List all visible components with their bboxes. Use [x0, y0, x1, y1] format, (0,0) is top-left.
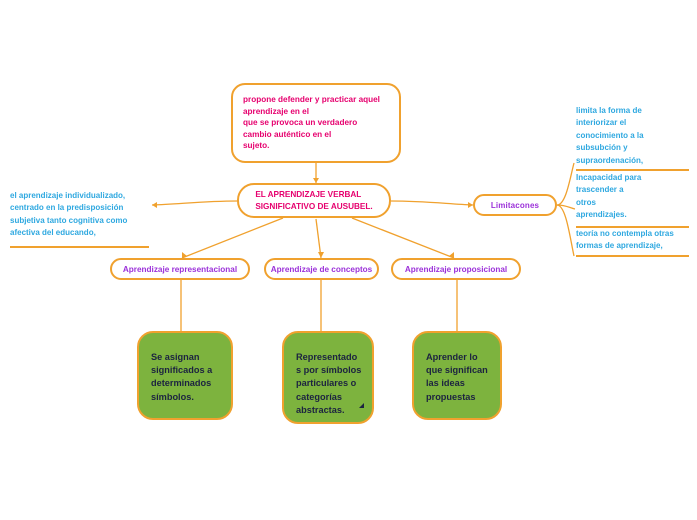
- node-top-description[interactable]: propone defender y practicar aquel apren…: [231, 83, 401, 163]
- node-top-description-label: propone defender y practicar aquel apren…: [243, 95, 380, 151]
- connector-center-to-limitations: [390, 200, 474, 206]
- node-central-topic[interactable]: EL APRENDIZAJE VERBAL SIGNIFICATIVO DE A…: [237, 183, 391, 218]
- node-limitations-label: Limitacones: [490, 200, 540, 210]
- note-left-individualized-learning[interactable]: el aprendizaje individualizado, centrado…: [10, 190, 149, 248]
- note-limitation-3[interactable]: teoría no contempla otras formas de apre…: [576, 228, 692, 257]
- note-limitation-1-label: limita la forma de interiorizar el conoc…: [576, 106, 644, 165]
- connector-center-to-left-note: [151, 200, 238, 206]
- note-underline: [576, 169, 689, 172]
- note-left-individualized-learning-label: el aprendizaje individualizado, centrado…: [10, 191, 128, 238]
- node-branch-representacional[interactable]: Aprendizaje representacional: [110, 258, 250, 280]
- node-branch-representacional-label: Aprendizaje representacional: [122, 264, 238, 274]
- note-underline: [576, 254, 689, 257]
- connector-limitations-to-note-1: [556, 162, 575, 206]
- note-limitation-1[interactable]: limita la forma de interiorizar el conoc…: [576, 105, 689, 172]
- node-branch-proposicional-label: Aprendizaje proposicional: [404, 264, 508, 274]
- leaf-conceptos-label: Representado s por símbolos particulares…: [296, 352, 362, 415]
- connector-limitations-to-note-3: [556, 204, 575, 257]
- note-underline: [576, 225, 689, 228]
- resize-handle-icon[interactable]: [359, 403, 364, 408]
- connector-center-to-branch-1: [181, 217, 284, 259]
- leaf-proposicional-label: Aprender lo que significan las ideas pro…: [426, 352, 488, 402]
- node-branch-conceptos[interactable]: Aprendizaje de conceptos: [264, 258, 379, 280]
- note-limitation-2[interactable]: Incapacidad para trascender a otros apre…: [576, 172, 689, 228]
- arrowhead-to-left-note: [152, 202, 157, 208]
- connector-center-to-branch-2: [315, 218, 322, 259]
- note-underline: [10, 245, 149, 248]
- leaf-representacional-label: Se asignan significados a determinados s…: [151, 352, 213, 402]
- leaf-conceptos[interactable]: Representado s por símbolos particulares…: [282, 331, 374, 424]
- note-limitation-3-label: teoría no contempla otras formas de apre…: [576, 229, 674, 251]
- node-central-topic-label: EL APRENDIZAJE VERBAL SIGNIFICATIVO DE A…: [255, 190, 373, 211]
- node-limitations[interactable]: Limitacones: [473, 194, 557, 216]
- note-limitation-2-label: Incapacidad para trascender a otros apre…: [576, 173, 642, 220]
- connector-limitations-to-note-2: [556, 204, 576, 210]
- node-branch-proposicional[interactable]: Aprendizaje proposicional: [391, 258, 521, 280]
- connector-center-to-branch-3: [351, 217, 455, 259]
- node-branch-conceptos-label: Aprendizaje de conceptos: [270, 264, 373, 274]
- leaf-representacional[interactable]: Se asignan significados a determinados s…: [137, 331, 233, 420]
- leaf-proposicional[interactable]: Aprender lo que significan las ideas pro…: [412, 331, 502, 420]
